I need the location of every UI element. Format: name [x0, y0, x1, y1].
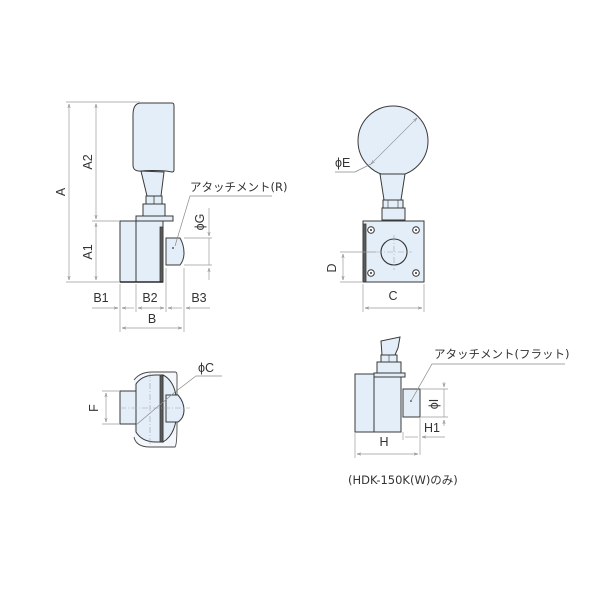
- flat-hex-nut: [376, 361, 402, 374]
- top-flange: [135, 215, 174, 222]
- hex-nut: [142, 203, 166, 217]
- bolt-icon: [367, 226, 420, 277]
- top-left-boss: [119, 390, 137, 425]
- top-attachment: [165, 394, 185, 423]
- flat-handle-tip: [380, 336, 401, 356]
- front-view: ϕE D C: [325, 105, 429, 312]
- attachment-flat: [402, 388, 421, 418]
- dim-label-f: F: [87, 404, 101, 412]
- top-view: ϕC F: [87, 361, 222, 448]
- dim-label-phi-i: ϕI: [427, 399, 441, 409]
- flat-attachment-view: アタッチメント(フラット) ϕI H1 H (HDK-150K(W)のみ): [348, 336, 569, 487]
- dim-label-b: B: [148, 312, 156, 326]
- dim-label-phi-e: ϕE: [335, 156, 350, 170]
- dim-label-b2: B2: [142, 291, 157, 305]
- collar-front: [382, 199, 404, 209]
- handle-neck-front: [379, 173, 406, 201]
- side-view: A A2 A1 ϕG アタッチメント(R) B1 B2 B3 B: [54, 101, 287, 332]
- dim-label-phi-c: ϕC: [198, 361, 214, 375]
- body-shadow: [159, 226, 164, 283]
- attachment-r-callout: アタッチメント(R): [190, 180, 287, 194]
- body-main-block: [135, 220, 164, 283]
- handle-grip: [132, 102, 175, 173]
- dim-label-h1: H1: [424, 421, 440, 435]
- attachment-flat-callout: アタッチメント(フラット): [434, 347, 569, 361]
- dim-label-phi-g: ϕG: [193, 214, 207, 231]
- handle-neck: [140, 170, 165, 197]
- dim-label-d: D: [325, 263, 339, 272]
- flat-body-main: [373, 376, 402, 433]
- dim-label-a2: A2: [81, 154, 95, 169]
- top-body: [135, 374, 164, 443]
- dim-label-c: C: [388, 289, 397, 303]
- dim-label-b3: B3: [191, 291, 206, 305]
- dim-label-b1: B1: [93, 291, 108, 305]
- model-note: (HDK-150K(W)のみ): [348, 473, 458, 487]
- dim-label-a1: A1: [81, 244, 95, 259]
- body-left-block: [119, 220, 137, 283]
- dim-label-a: A: [54, 187, 68, 196]
- dim-label-h: H: [379, 435, 388, 449]
- attachment-r: [165, 237, 185, 266]
- hex-nut-front: [381, 207, 406, 221]
- flat-body-left: [354, 373, 375, 433]
